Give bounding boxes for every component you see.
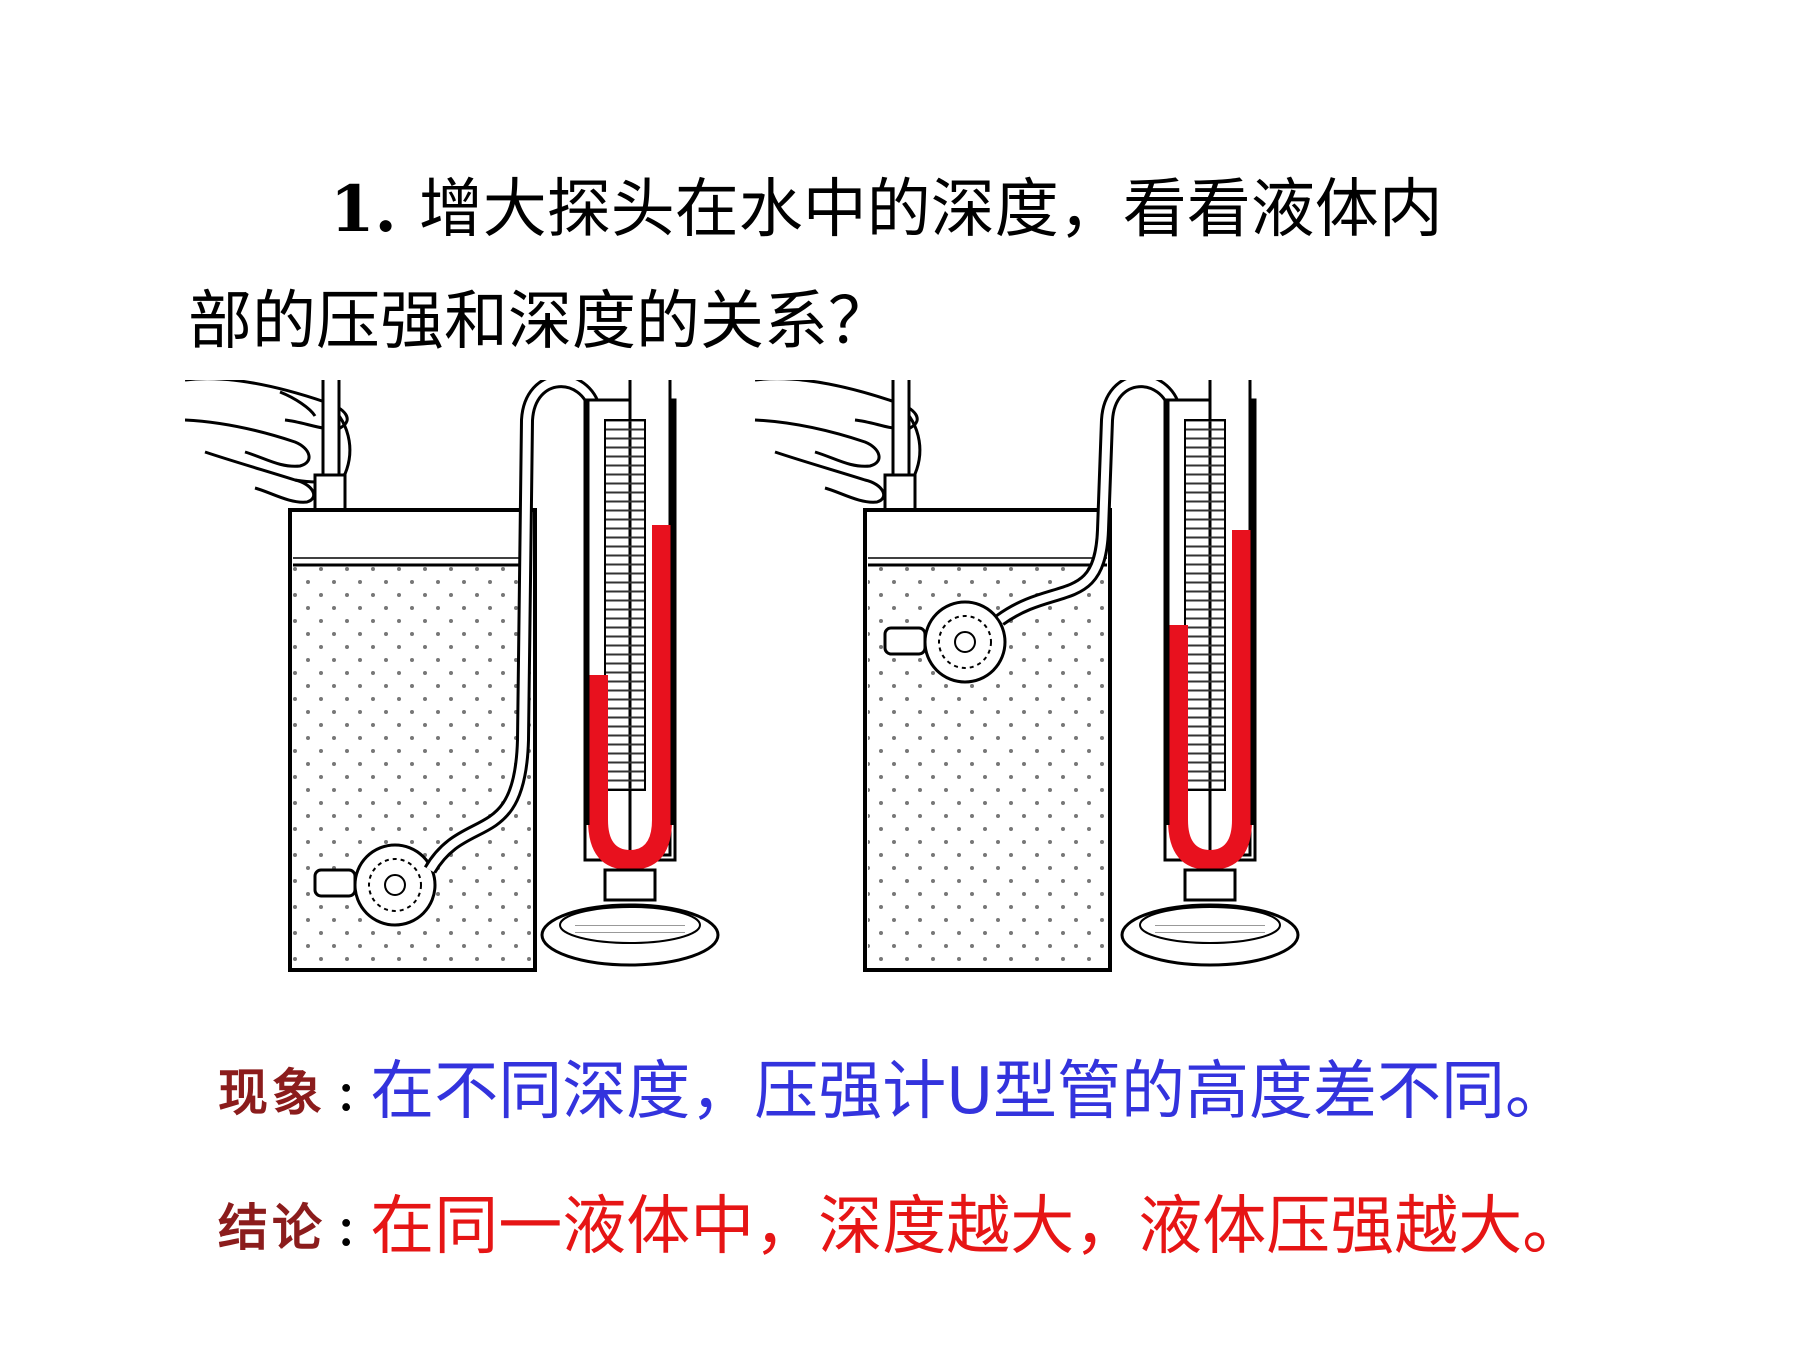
left-liquid-column-left xyxy=(588,675,608,825)
question-line-1: 1.增大探头在水中的深度，看看液体内 xyxy=(330,178,1443,243)
conclusion-colon: : xyxy=(336,1190,357,1260)
right-u-tube-manometer xyxy=(1120,380,1300,967)
phenomenon-label: 现象 xyxy=(218,1064,326,1122)
phenomenon-row: 现象:在不同深度，压强计U型管的高度差不同。 xyxy=(218,1060,1569,1124)
right-apparatus xyxy=(754,380,1300,972)
pressure-experiment-figure xyxy=(185,380,1300,972)
question-number: 1. xyxy=(330,172,397,247)
conclusion-row: 结论:在同一液体中，深度越大，液体压强越大。 xyxy=(218,1195,1586,1259)
left-u-tube-manometer xyxy=(540,380,720,967)
right-liquid-column-left xyxy=(1168,625,1188,825)
question-line-2: 部的压强和深度的关系？ xyxy=(188,285,892,359)
conclusion-label: 结论 xyxy=(218,1199,326,1257)
phenomenon-colon: : xyxy=(336,1055,357,1125)
right-liquid-column-right xyxy=(1232,530,1252,825)
question-text-1: 增大探头在水中的深度，看看液体内 xyxy=(418,173,1443,247)
phenomenon-text: 在不同深度，压强计U型管的高度差不同。 xyxy=(370,1055,1570,1129)
conclusion-text: 在同一液体中，深度越大，液体压强越大。 xyxy=(370,1190,1587,1264)
left-apparatus xyxy=(185,380,720,972)
left-liquid-column-right xyxy=(652,525,672,825)
